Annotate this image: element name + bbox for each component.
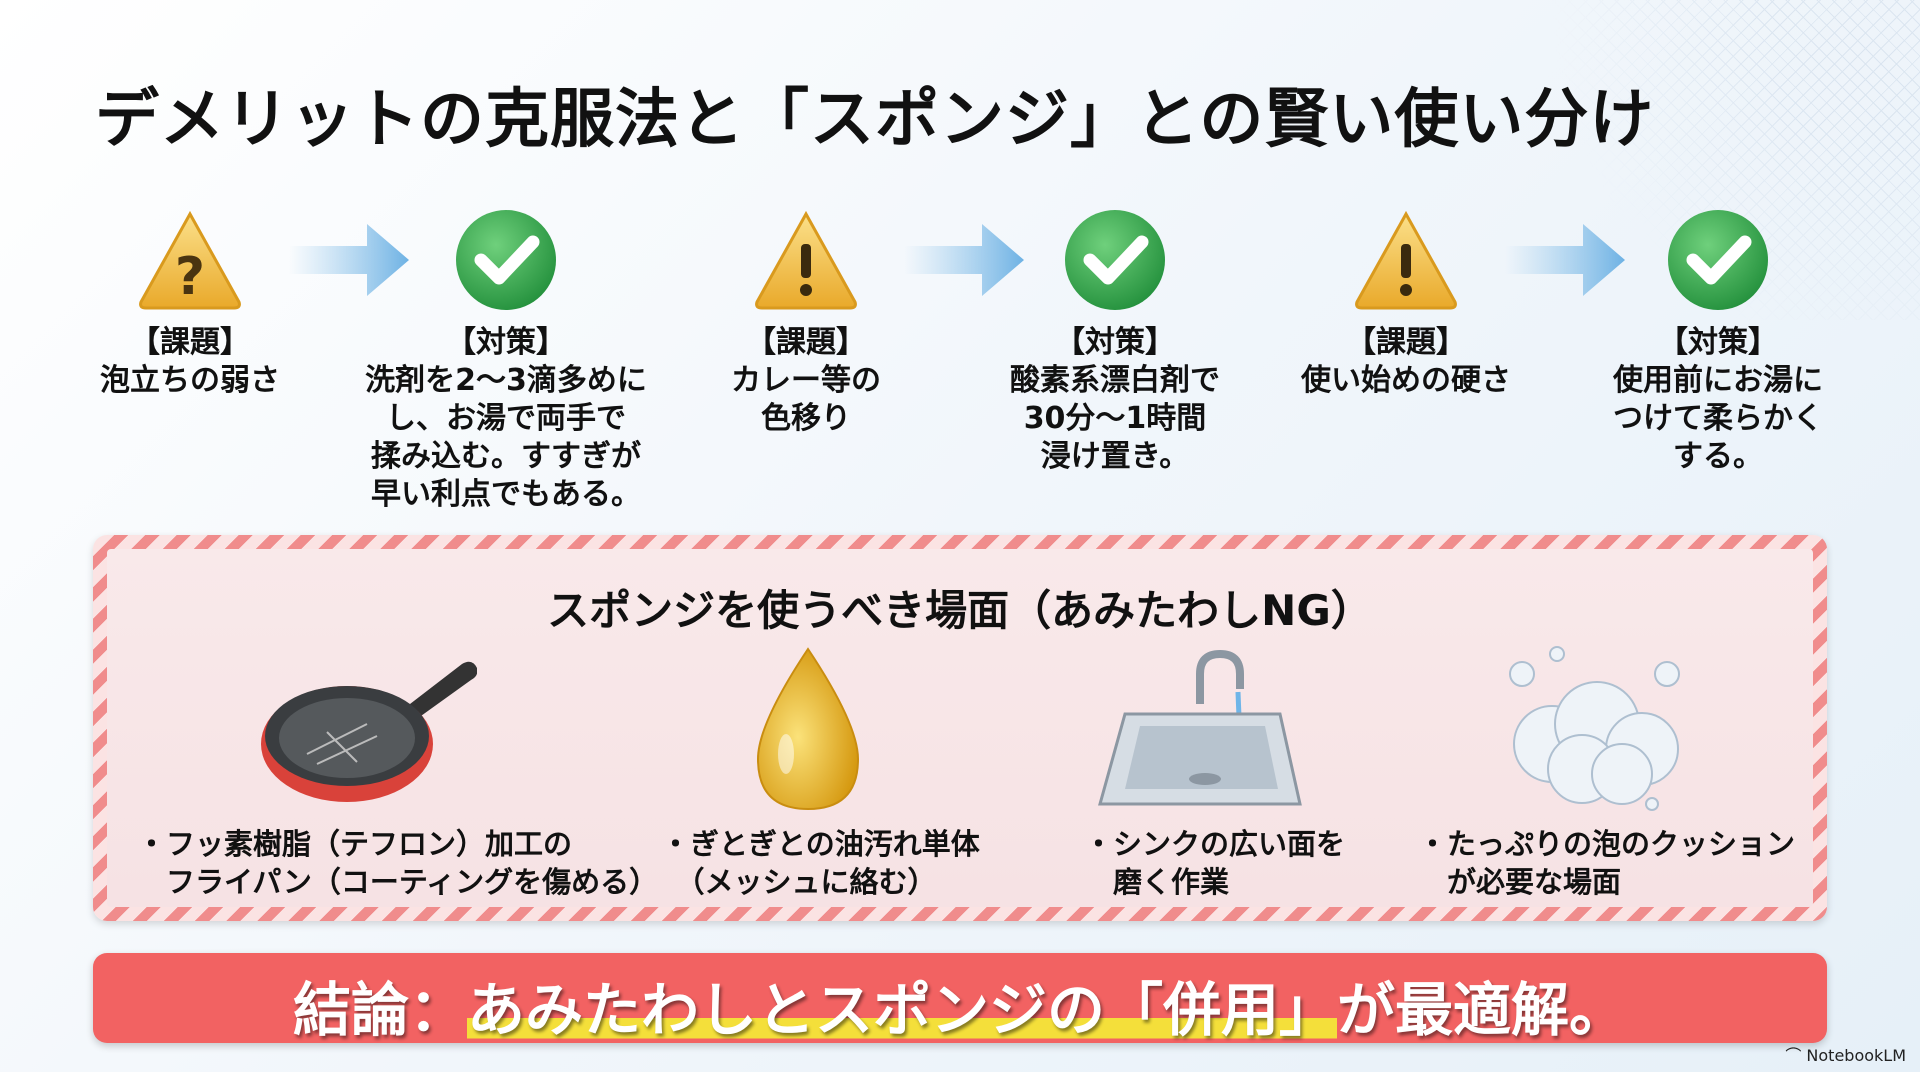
frying-pan-icon xyxy=(261,661,477,802)
page-title: デメリットの克服法と「スポンジ」との賢い使い分け xyxy=(95,83,1655,157)
check-icon xyxy=(1065,210,1165,310)
conclusion-prefix: 結論： xyxy=(292,976,467,1044)
step-text: カレー等の 色移り xyxy=(731,363,881,436)
notebooklm-logo-icon: ⌒ xyxy=(1785,1046,1807,1065)
conclusion-banner: 結論：あみたわしとスポンジの「併用」が最適解。 xyxy=(93,953,1827,1044)
step-text: 洗剤を2〜3滴多めに し、お湯で両手で 揉み込む。すすぎが 早い利点でもある。 xyxy=(365,363,647,512)
oil-drop-icon xyxy=(756,647,860,811)
brand-label: NotebookLM xyxy=(1806,1046,1906,1065)
step-label: 【対策】 xyxy=(446,325,566,360)
step-issue-3: 【課題】 使い始めの硬さ xyxy=(1256,208,1556,400)
scenario-item: ・シンクの広い面を 磨く作業 xyxy=(1084,827,1346,899)
notebooklm-brand: ⌒ NotebookLM xyxy=(1785,1042,1906,1066)
conclusion-highlight: あみたわしとスポンジの「併用」 xyxy=(466,976,1337,1044)
check-icon xyxy=(1668,210,1768,310)
step-label: 【課題】 xyxy=(1346,325,1466,360)
scenario-item: ・ぎとぎとの油汚れ単体 （メッシュに絡む） xyxy=(661,827,980,899)
check-icon xyxy=(456,210,556,310)
sink-icon xyxy=(1098,649,1302,806)
step-text: 酸素系漂白剤で 30分〜1時間 浸け置き。 xyxy=(1010,363,1220,474)
step-label: 【対策】 xyxy=(1055,325,1175,360)
conclusion-suffix: が最適解。 xyxy=(1337,976,1628,1044)
svg-text:?: ? xyxy=(175,247,205,307)
step-issue-2: 【課題】 カレー等の 色移り xyxy=(656,208,956,438)
warning-question-icon: ? xyxy=(139,210,241,310)
step-label: 【対策】 xyxy=(1658,325,1778,360)
warning-icon xyxy=(1355,210,1457,310)
step-solution-1: 【対策】 洗剤を2〜3滴多めに し、お湯で両手で 揉み込む。すすぎが 早い利点で… xyxy=(356,208,656,514)
arrow-right-icon xyxy=(289,224,409,296)
step-solution-3: 【対策】 使用前にお湯に つけて柔らかく する。 xyxy=(1568,208,1868,476)
step-text: 使用前にお湯に つけて柔らかく する。 xyxy=(1613,363,1823,474)
arrow-right-icon xyxy=(904,224,1024,296)
step-label: 【課題】 xyxy=(130,325,250,360)
warning-icon xyxy=(755,210,857,310)
step-issue-1: ? 【課題】 泡立ちの弱さ xyxy=(40,208,340,400)
step-label: 【課題】 xyxy=(746,325,866,360)
panel-title: スポンジを使うべき場面（あみたわしNG） xyxy=(547,586,1373,635)
scenario-item: ・フッ素樹脂（テフロン）加工の フライパン（コーティングを傷める） xyxy=(137,827,659,899)
scenario-item: ・たっぷりの泡のクッション が必要な場面 xyxy=(1418,827,1796,899)
arrow-right-icon xyxy=(1505,224,1625,296)
sponge-use-panel: スポンジを使うべき場面（あみたわしNG） ・フッ素樹脂（テフロン）加工の フライ… xyxy=(93,535,1827,921)
step-text: 使い始めの硬さ xyxy=(1301,363,1511,398)
step-solution-2: 【対策】 酸素系漂白剤で 30分〜1時間 浸け置き。 xyxy=(965,208,1265,476)
step-text: 泡立ちの弱さ xyxy=(100,363,280,398)
foam-bubbles-icon xyxy=(1509,646,1680,811)
